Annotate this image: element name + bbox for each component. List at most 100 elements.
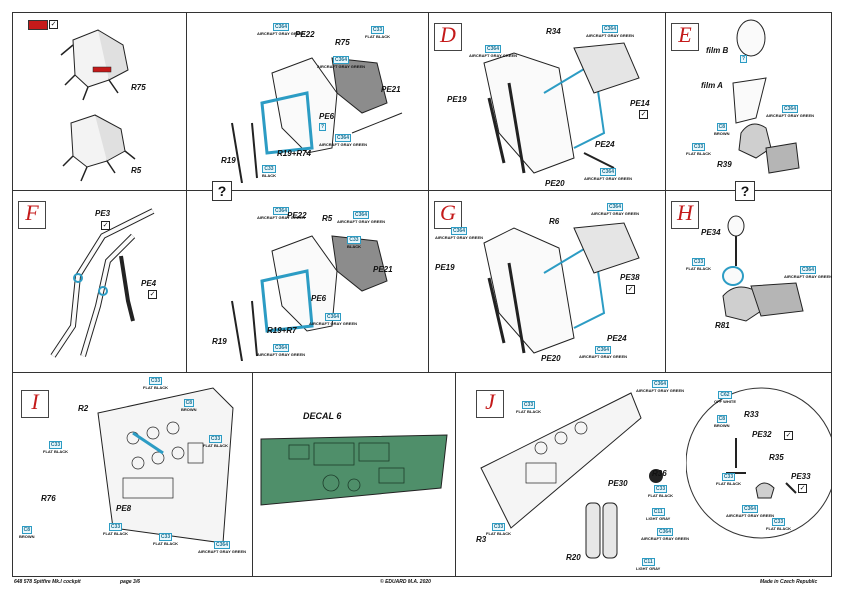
divider-col-d — [665, 12, 666, 372]
decal-title: DECAL 6 — [303, 411, 342, 421]
paint-callout-i6: C8 BROWN — [19, 526, 35, 539]
panel-step-f: F PE3 ✓ PE4 ✓ — [13, 191, 186, 372]
footer-page: page 3/6 — [120, 579, 141, 585]
divider-col-c — [428, 12, 429, 372]
step-marker-j: J — [476, 390, 504, 418]
remove-mark-icon — [28, 20, 48, 30]
label-r2: R2 — [78, 404, 89, 413]
check-icon-pe3: ✓ — [101, 221, 110, 230]
check-icon-pe14: ✓ — [639, 110, 648, 119]
paint-callout-i4: C33 FLAT BLACK — [43, 441, 69, 454]
label-r76: R76 — [41, 494, 56, 503]
label-film-a: film A — [701, 81, 723, 90]
divider-col-b — [186, 12, 187, 372]
divider-row1 — [12, 12, 832, 13]
cockpit-panel-drawing — [480, 392, 663, 559]
seat-assembly-drawing — [231, 57, 403, 183]
label-r5: R5 — [322, 214, 333, 223]
footer-left: 648 578 Spitfire Mk.I cockpit — [14, 579, 81, 585]
label-pe33: PE33 — [791, 472, 811, 481]
paint-callout-j7: C11 LIGHT GRAY — [636, 558, 661, 571]
instrument-panel-drawing — [97, 387, 234, 544]
paint-callout-e0: ? — [740, 55, 748, 63]
panel-mid-2: C364 AIRCRAFT GRAY GREEN C364 AIRCRAFT G… — [187, 191, 428, 372]
paint-callout-m3: C33 BLACK — [347, 236, 361, 249]
label-pe6: PE6 — [311, 294, 327, 303]
seat-drawing-r75 — [60, 29, 129, 101]
label-pe24: PE24 — [607, 334, 627, 343]
paint-callout-g3: C364 AIRCRAFT GRAY GREEN — [579, 346, 628, 359]
label-r6: R6 — [549, 217, 560, 226]
divider-bottom-b — [455, 372, 456, 576]
paint-callout-4: ? — [319, 123, 327, 131]
divider-row3 — [12, 372, 832, 373]
footer-center: © EDUARD M.A. 2020 — [380, 579, 431, 585]
label-pe21: PE21 — [381, 85, 401, 94]
panel-step-d: D R34 PE19 PE14 ✓ PE24 PE20 C364 AIRCRAF… — [429, 13, 665, 190]
paint-callout-r2: C8 BROWN — [714, 415, 730, 428]
paint-callout-j1: C33 FLAT BLACK — [516, 401, 542, 414]
step-marker-f: F — [18, 201, 46, 229]
paint-callout-r1: C62 OFF WHITE — [714, 391, 736, 404]
label-pe3: PE3 — [95, 209, 111, 218]
label-pe34: PE34 — [701, 228, 721, 237]
armor-plate-drawing-2 — [483, 222, 640, 354]
label-r19: R19 — [221, 156, 236, 165]
panel-intro: ✓ R75 R5 — [13, 13, 186, 190]
check-icon-pe38: ✓ — [626, 285, 635, 294]
label-pe20: PE20 — [545, 179, 565, 188]
label-pe8: PE8 — [116, 504, 132, 513]
paint-callout-e2: C8 BROWN — [714, 123, 730, 136]
check-icon-pe32: ✓ — [784, 431, 793, 440]
label-r75: R75 — [131, 83, 146, 92]
paint-callout-1: C364 AIRCRAFT GRAY GREEN — [257, 23, 306, 36]
divider-bottom — [12, 576, 832, 577]
paint-callout-h1: C33 FLAT BLACK — [686, 258, 712, 271]
paint-callout-d3: C364 AIRCRAFT GRAY GREEN — [584, 168, 633, 181]
gunsight-drawing — [732, 19, 800, 174]
question-box-right: ? — [735, 181, 755, 201]
label-pe24: PE24 — [595, 140, 615, 149]
paint-callout-m1: C364 AIRCRAFT GRAY GREEN — [257, 207, 306, 220]
panel-top-2: C364 AIRCRAFT GRAY GREEN C33 FLAT BLACK … — [187, 13, 428, 190]
question-box-left: ? — [212, 181, 232, 201]
label-film-b: film B — [706, 46, 729, 55]
divider-col-e — [831, 12, 832, 577]
label-r19-r7: R19+R7 — [267, 326, 297, 335]
paint-callout-2: C33 FLAT BLACK — [365, 26, 391, 39]
paint-callout-d2: C364 AIRCRAFT GRAY GREEN — [469, 45, 518, 58]
paint-callout-e1: C364 AIRCRAFT GRAY GREEN — [766, 105, 815, 118]
paint-callout-i7: C33 FLAT BLACK — [153, 533, 179, 546]
paint-callout-e3: C33 FLAT BLACK — [686, 143, 712, 156]
divider-col-a — [12, 12, 13, 577]
label-r19: R19 — [212, 337, 227, 346]
label-pe14: PE14 — [630, 99, 650, 108]
label-pe6: PE6 — [319, 112, 335, 121]
label-r36: R36 — [652, 469, 667, 478]
label-pe19: PE19 — [447, 95, 467, 104]
label-pe22: PE22 — [287, 211, 307, 220]
paint-callout-m5: C364 AIRCRAFT GRAY GREEN — [257, 344, 306, 357]
panel-step-e: E ? film B film A R39 C364 AIRCRAFT GRAY… — [666, 13, 831, 190]
label-r5: R5 — [131, 166, 142, 175]
paint-callout-5: C364 AIRCRAFT GRAY GREEN — [319, 134, 368, 147]
divider-row2 — [12, 190, 832, 191]
label-r35: R35 — [769, 453, 784, 462]
paint-callout-j3: C33 FLAT BLACK — [648, 485, 674, 498]
label-r20: R20 — [566, 553, 581, 562]
paint-callout-m2: C364 AIRCRAFT GRAY GREEN — [337, 211, 386, 224]
paint-callout-r5: C33 FLAT BLACK — [766, 518, 792, 531]
paint-callout-i5: C33 FLAT BLACK — [103, 523, 129, 536]
paint-callout-g2: C364 AIRCRAFT GRAY GREEN — [435, 227, 484, 240]
divider-bottom-a — [252, 372, 253, 576]
paint-callout-3: C364 AIRCRAFT GRAY GREEN — [317, 56, 366, 69]
paint-callout-g1: C364 AIRCRAFT GRAY GREEN — [591, 203, 640, 216]
paint-callout-r4: C364 AIRCRAFT GRAY GREEN — [726, 505, 775, 518]
label-r34: R34 — [546, 27, 561, 36]
paint-callout-j2: C364 AIRCRAFT GRAY GREEN — [636, 380, 685, 393]
seat-assembly-drawing-2 — [231, 235, 388, 361]
label-r33: R33 — [744, 410, 759, 419]
seat-drawing-r5 — [62, 114, 136, 182]
paint-callout-m4: C364 AIRCRAFT GRAY GREEN — [309, 313, 358, 326]
paint-callout-h2: C364 AIRCRAFT GRAY GREEN — [784, 266, 833, 279]
